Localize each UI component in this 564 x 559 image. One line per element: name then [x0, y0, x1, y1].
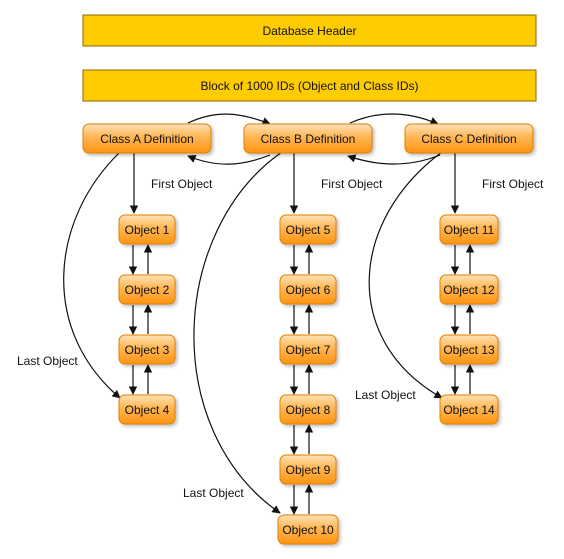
label-last-object-c: Last Object — [355, 388, 416, 402]
label-last-object-a: Last Object — [17, 354, 78, 368]
object-node[interactable] — [279, 274, 337, 305]
class-a-label: Class A Definition — [100, 132, 193, 146]
edge-class-c-to-b — [347, 154, 441, 165]
class-b-node[interactable] — [243, 123, 373, 154]
class-c-label: Class C Definition — [421, 132, 516, 146]
object-node[interactable] — [439, 394, 499, 425]
class-a-node[interactable] — [82, 123, 212, 154]
object-label: Object 14 — [443, 403, 495, 417]
database-header-label: Database Header — [262, 24, 356, 38]
object-node[interactable] — [279, 394, 337, 425]
object-label: Object 3 — [125, 343, 170, 357]
id-block-label: Block of 1000 IDs (Object and Class IDs) — [200, 79, 418, 93]
object-label: Object 5 — [286, 223, 331, 237]
object-label: Object 1 — [125, 223, 170, 237]
object-node[interactable] — [118, 274, 176, 305]
label-first-object-b: First Object — [321, 177, 383, 191]
class-b-label: Class B Definition — [261, 132, 356, 146]
chain-links — [128, 244, 475, 515]
edge-last-object-a — [63, 151, 121, 399]
object-label: Object 2 — [125, 283, 170, 297]
object-node[interactable] — [279, 334, 337, 365]
id-block-bar: Block of 1000 IDs (Object and Class IDs) — [82, 69, 537, 102]
edge-last-object-c — [368, 151, 443, 399]
object-label: Object 6 — [286, 283, 331, 297]
class-c-node[interactable] — [404, 123, 534, 154]
object-node[interactable] — [118, 214, 176, 245]
object-node[interactable] — [277, 514, 339, 545]
edge-class-a-to-b — [187, 113, 271, 126]
object-label: Object 7 — [286, 343, 331, 357]
object-label: Object 8 — [286, 403, 331, 417]
object-node[interactable] — [439, 274, 499, 305]
object-label: Object 10 — [282, 523, 334, 537]
edge-last-object-b — [193, 151, 283, 514]
object-label: Object 11 — [444, 223, 495, 237]
edge-class-b-to-a — [187, 154, 271, 165]
object-node[interactable] — [118, 394, 176, 425]
label-first-object-c: First Object — [482, 177, 544, 191]
object-node[interactable] — [279, 214, 337, 245]
object-node[interactable] — [279, 454, 337, 485]
label-last-object-b: Last Object — [183, 486, 244, 500]
object-label: Object 12 — [443, 283, 495, 297]
database-header-bar: Database Header — [82, 14, 537, 47]
label-first-object-a: First Object — [151, 177, 213, 191]
object-node[interactable] — [439, 334, 499, 365]
object-node[interactable] — [118, 334, 176, 365]
object-label: Object 4 — [125, 403, 170, 417]
object-label: Object 13 — [443, 343, 495, 357]
object-node[interactable] — [439, 214, 499, 245]
object-label: Object 9 — [286, 463, 331, 477]
edge-class-b-to-c — [349, 113, 439, 125]
